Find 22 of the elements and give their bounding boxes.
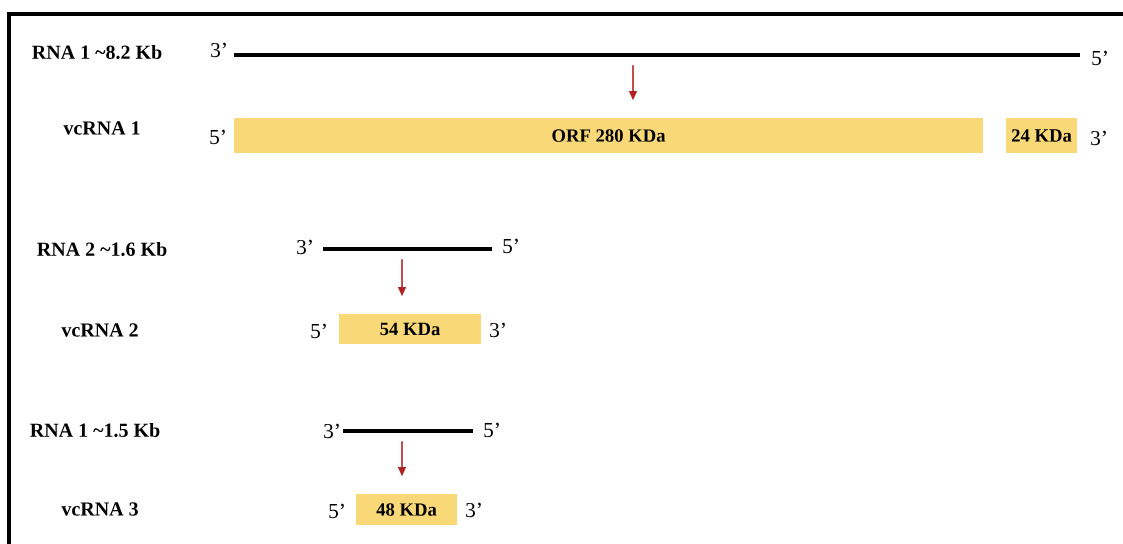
strand-end-label: 5’ — [329, 503, 344, 519]
strand-end-label: 3’ — [1091, 130, 1106, 146]
strand-end-label: 3’ — [490, 322, 505, 338]
strand-end-label: 3’ — [297, 239, 312, 255]
rna-label: vcRNA 1 — [63, 121, 140, 135]
strand-end-label: 5’ — [503, 238, 518, 254]
rna-label: RNA 2 ~1.6 Kb — [37, 241, 167, 257]
strand-end-label: 5’ — [311, 323, 326, 339]
protein-box: 54 KDa — [339, 314, 481, 344]
strand-end-label: 3’ — [211, 42, 226, 58]
strand-end-label: 3’ — [324, 423, 339, 439]
rna-label: RNA 1 ~8.2 Kb — [32, 44, 162, 60]
rna-label: vcRNA 2 — [61, 323, 138, 337]
strand-end-label: 3’ — [466, 502, 481, 518]
rna-label: RNA 1 ~1.5 Kb — [30, 422, 160, 438]
strand-end-label: 5’ — [210, 129, 225, 145]
protein-box: 24 KDa — [1006, 118, 1077, 153]
protein-box: 48 KDa — [356, 494, 457, 525]
strand-end-label: 5’ — [484, 422, 499, 438]
strand-end-label: 5’ — [1092, 50, 1107, 66]
rna-label: vcRNA 3 — [61, 502, 138, 516]
protein-box: ORF 280 KDa — [234, 118, 983, 153]
